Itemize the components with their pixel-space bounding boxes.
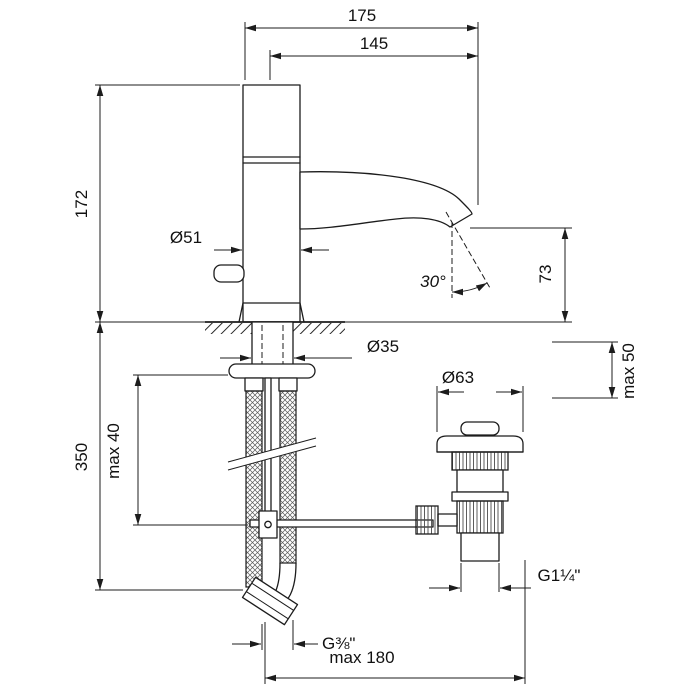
dimension-lines (95, 22, 618, 684)
faucet-cartridge-groove (242, 156, 301, 164)
faucet-shank (251, 321, 294, 369)
label-height-above-deck: 172 (72, 190, 91, 218)
hose-right (279, 390, 297, 564)
faucet-base-flange (238, 302, 305, 323)
drain-flange (436, 435, 524, 453)
label-spout-height: 73 (536, 265, 555, 284)
extension-lines (95, 22, 618, 684)
rod-clamp (258, 510, 278, 539)
label-drain-deck-max: max 50 (619, 343, 638, 399)
faucet-spout (299, 171, 473, 230)
drain-lower-body (456, 500, 504, 534)
drain-plug-cap (460, 421, 500, 436)
label-body-diameter: Ø51 (170, 228, 202, 247)
break-gap (228, 438, 316, 470)
label-shank-diameter: Ø35 (367, 337, 399, 356)
drain-ridge (451, 491, 509, 502)
drain-lever-knurl-nut (415, 505, 439, 535)
label-spout-reach: 145 (360, 34, 388, 53)
label-max-horizontal-span: max 180 (329, 648, 394, 667)
faucet-lever-handle (213, 264, 245, 283)
mounting-washer (228, 363, 316, 379)
drain-locknut (451, 451, 509, 471)
faucet (213, 84, 473, 323)
drain-assembly (415, 421, 524, 562)
label-drain-thread: G1¼" (538, 566, 581, 585)
label-supply-thread: G⅜" (322, 634, 355, 653)
hose-left (245, 390, 263, 588)
dim-arc-30deg (451, 282, 488, 296)
drain-lever-boss (437, 513, 458, 527)
dimension-labels: 175 145 172 Ø51 30° 73 Ø35 max 50 Ø63 35… (72, 6, 638, 667)
faucet-body (242, 84, 301, 323)
hose-fitting-left (244, 377, 264, 392)
rod-clamp-screw (264, 520, 272, 529)
label-total-depth: 175 (348, 6, 376, 25)
break-mark (227, 437, 317, 471)
break-lines (227, 437, 317, 471)
pop-up-rod (249, 377, 434, 539)
hose-nut-body (241, 576, 299, 626)
label-drain-flange-diameter: Ø63 (442, 368, 474, 387)
drain-upper-body (456, 469, 504, 493)
label-deck-thickness-max: max 40 (104, 423, 123, 479)
hose-nut-facets (246, 582, 294, 620)
label-hose-length: 350 (72, 443, 91, 471)
label-spout-angle: 30° (420, 272, 446, 291)
hose-fitting-right (278, 377, 298, 392)
mounting-deck (205, 321, 345, 379)
shank-thread-dashes (261, 325, 284, 366)
hose-end-nut (241, 576, 299, 626)
drain-tailpiece (460, 532, 500, 562)
